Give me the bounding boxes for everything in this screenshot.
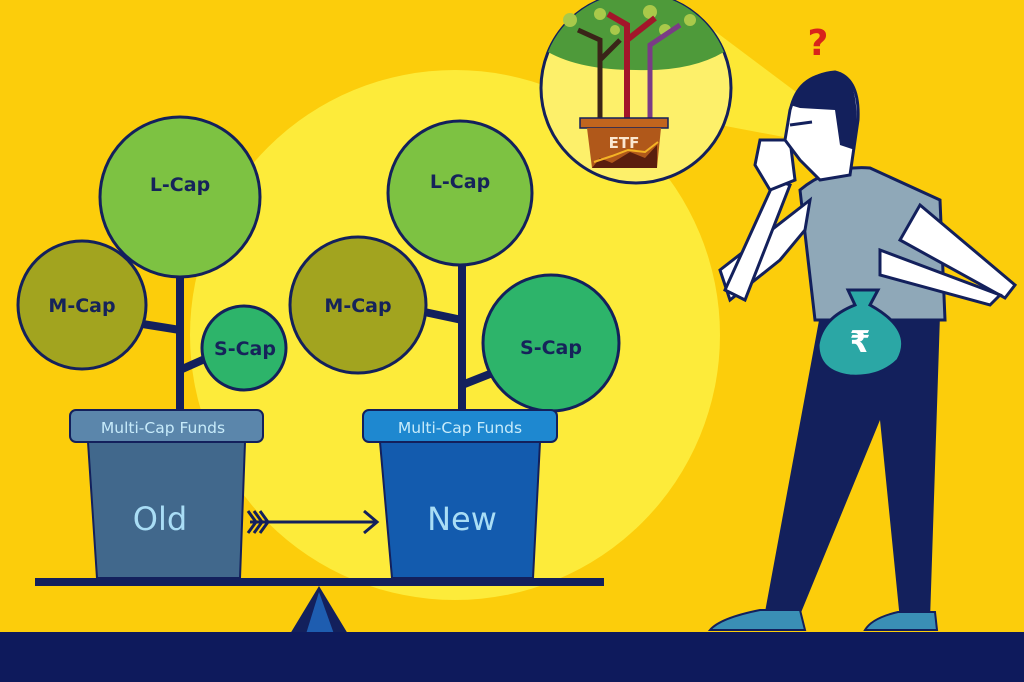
new-pot-rim — [362, 409, 558, 443]
old-small-cap-circle — [200, 304, 288, 392]
new-pot-rim-label: Multi-Cap Funds — [398, 419, 522, 437]
new-large-cap-label: L-Cap — [430, 171, 490, 193]
old-mid-cap-circle — [16, 239, 148, 371]
old-pot-label: Old — [133, 500, 187, 538]
ground — [0, 632, 1024, 682]
old-pot-rim — [69, 409, 264, 443]
etf-pot-label: ETF — [609, 134, 640, 152]
fulcrum-highlight — [306, 592, 334, 634]
old-small-cap-label: S-Cap — [214, 338, 276, 360]
spotlight-circle — [190, 70, 720, 600]
new-mid-cap-circle — [288, 235, 428, 375]
transition-arrow-icon — [246, 509, 380, 535]
old-pot-rim-label: Multi-Cap Funds — [101, 419, 225, 437]
new-small-cap-label: S-Cap — [520, 337, 582, 359]
old-mid-cap-label: M-Cap — [48, 295, 115, 317]
old-plant: L-Cap M-Cap S-Cap Multi-Cap Funds Old — [16, 115, 288, 579]
new-pot-label: New — [427, 500, 497, 538]
new-large-cap-circle — [386, 119, 534, 267]
etf-thought-bubble: ETF — [539, 0, 733, 185]
money-bag-icon: ₹ — [816, 288, 904, 378]
rupee-symbol: ₹ — [850, 325, 871, 360]
seesaw-beam — [35, 578, 604, 586]
old-large-cap-label: L-Cap — [150, 174, 210, 196]
person — [707, 70, 1018, 631]
question-mark: ? — [808, 23, 829, 64]
new-plant: L-Cap M-Cap S-Cap Multi-Cap Funds New — [288, 119, 621, 579]
new-mid-cap-label: M-Cap — [324, 295, 391, 317]
old-large-cap-circle — [98, 115, 262, 279]
